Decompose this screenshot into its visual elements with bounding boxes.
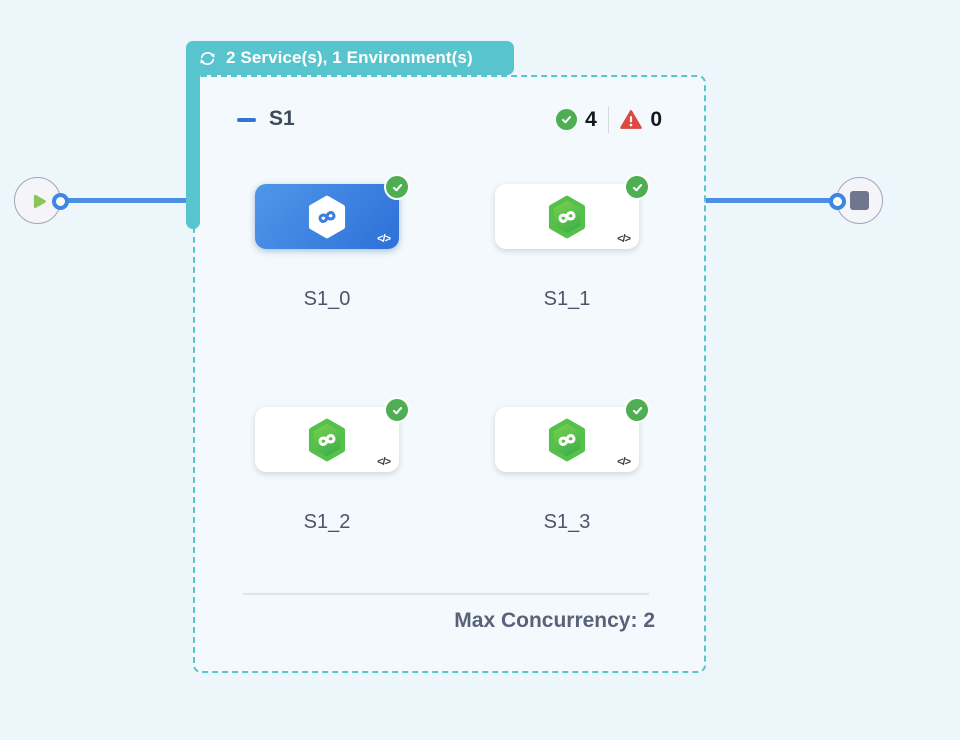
success-badge-icon	[624, 174, 650, 200]
service-cell-s1-1: </> S1_1	[495, 174, 650, 310]
stage-status-counts: 4 0	[556, 106, 662, 133]
code-icon: </>	[617, 456, 631, 468]
service-hexagon-icon	[548, 417, 586, 463]
service-label: S1_2	[303, 511, 351, 533]
collapse-stage-button[interactable]	[237, 118, 256, 122]
service-hexagon-icon	[548, 194, 586, 240]
footer-divider	[243, 593, 649, 595]
service-card-s1-2[interactable]: </>	[255, 397, 410, 472]
service-cell-s1-3: </> S1_3	[495, 397, 650, 533]
stage-background	[193, 75, 706, 673]
success-badge-icon	[624, 397, 650, 423]
service-hexagon-icon	[308, 417, 346, 463]
service-card-s1-0[interactable]: </>	[255, 174, 410, 249]
stage-name: S1	[269, 107, 295, 130]
service-card-s1-1[interactable]: </>	[495, 174, 650, 249]
count-separator	[607, 106, 610, 133]
cycle-icon	[198, 49, 217, 68]
service-label: S1_3	[543, 511, 591, 533]
warning-icon	[620, 109, 643, 130]
service-hexagon-icon	[308, 194, 346, 240]
success-badge-icon	[384, 174, 410, 200]
code-icon: </>	[617, 233, 631, 245]
service-cell-s1-2: </> S1_2	[255, 397, 410, 533]
code-icon: </>	[377, 456, 391, 468]
service-label: S1_1	[543, 288, 591, 310]
service-card-s1-3[interactable]: </>	[495, 397, 650, 472]
success-count: 4	[585, 107, 597, 131]
code-icon: </>	[377, 233, 391, 245]
max-concurrency-label: Max Concurrency: 2	[454, 609, 655, 632]
failed-count: 0	[650, 107, 662, 131]
service-cell-s1-0: </> S1_0	[255, 174, 410, 310]
loop-strategy-badge[interactable]: 2 Service(s), 1 Environment(s)	[186, 41, 514, 75]
stop-icon	[850, 191, 869, 210]
edge-start-to-stage	[60, 198, 190, 203]
success-count-icon	[556, 109, 578, 130]
loop-badge-label: 2 Service(s), 1 Environment(s)	[226, 48, 473, 67]
play-icon	[27, 190, 49, 212]
success-badge-icon	[384, 397, 410, 423]
edge-stage-to-end	[704, 198, 838, 203]
end-connector-port	[829, 193, 846, 210]
start-connector-port	[52, 193, 69, 210]
service-label: S1_0	[303, 288, 351, 310]
stage-box: S1 4 0	[193, 75, 706, 673]
